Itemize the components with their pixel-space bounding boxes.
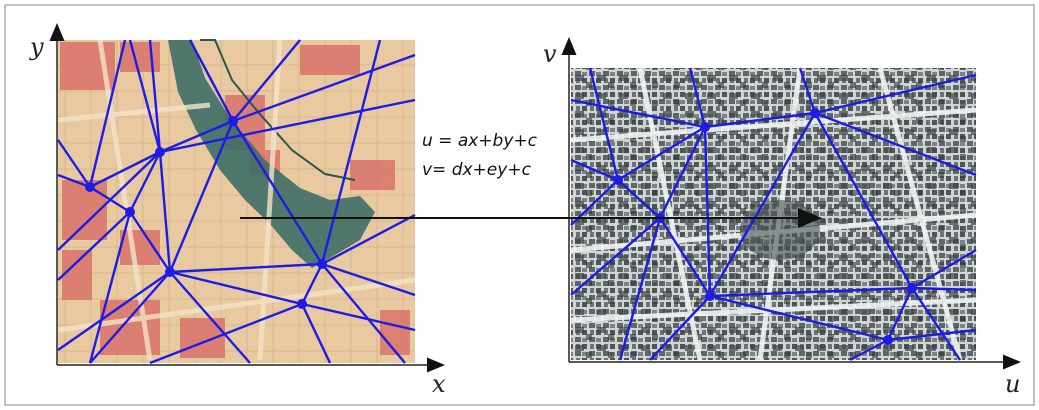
left-x-axis-label: x (432, 370, 446, 398)
left-map-panel: y x (29, 26, 446, 398)
right-x-axis-label: u (1005, 370, 1020, 398)
equation-v: v= dx+ey+c (422, 160, 532, 180)
right-y-axis-label: v (543, 40, 557, 68)
equation-u: u = ax+by+c (422, 131, 538, 151)
left-y-axis-label: y (29, 33, 44, 61)
